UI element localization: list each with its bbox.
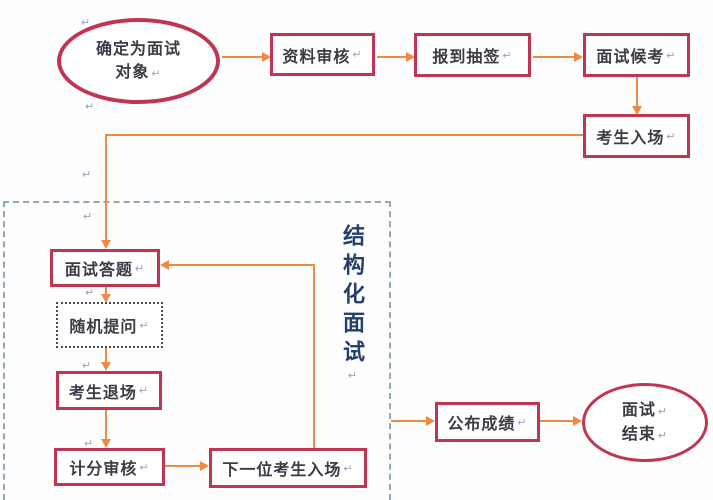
paragraph-mark: ↵ <box>138 385 150 397</box>
arrow-enter-to-answer-head <box>101 240 111 249</box>
node-interview-answer: 面试答题↵ <box>50 249 160 287</box>
node-candidate-enter: 考生入场↵ <box>583 114 690 158</box>
node-checkin-draw-label: 报到抽签 <box>432 49 501 66</box>
arrow-material-review-to-checkin-line <box>377 56 406 58</box>
node-end-line2-row: 结束↵ <box>622 423 668 446</box>
node-candidate-enter-label: 考生入场 <box>596 130 665 147</box>
node-next-candidate-enter: 下一位考生入场↵ <box>209 448 367 488</box>
arrow-waiting-to-enter-head <box>632 106 642 115</box>
node-next-candidate-enter-label: 下一位考生入场 <box>222 462 342 479</box>
paragraph-mark: ↵ <box>346 369 358 389</box>
node-checkin-draw: 报到抽签↵ <box>414 33 531 77</box>
paragraph-mark: ↵ <box>151 68 162 80</box>
arrow-start-to-material-review-line <box>222 56 262 58</box>
paragraph-mark: ↵ <box>82 360 92 372</box>
node-random-question-label: 随机提问 <box>69 319 138 336</box>
arrow-group-to-publish-line <box>391 420 427 422</box>
paragraph-mark: ↵ <box>139 319 150 332</box>
node-end-line1-row: 面试↵ <box>622 399 668 422</box>
paragraph-mark: ↵ <box>85 287 95 299</box>
node-publish-score-label: 公布成绩 <box>447 416 516 433</box>
paragraph-mark: ↵ <box>657 429 669 442</box>
node-candidate-exit-label: 考生退场 <box>68 384 137 402</box>
node-end-line2: 结束 <box>621 425 656 443</box>
arrow-exit-to-score-line <box>105 410 107 440</box>
arrow-publish-to-end-head <box>573 416 582 426</box>
structured-interview-group-label: 结构化面试↵ <box>336 224 368 389</box>
paragraph-mark: ↵ <box>134 262 146 275</box>
node-start-line2-row: 对象↵ <box>115 61 161 84</box>
paragraph-mark: ↵ <box>502 49 513 62</box>
arrow-group-to-publish-head <box>426 416 435 426</box>
paragraph-mark: ↵ <box>84 438 94 450</box>
paragraph-mark: ↵ <box>666 49 677 62</box>
paragraph-mark: ↵ <box>85 101 95 113</box>
paragraph-mark: ↵ <box>517 416 528 429</box>
node-material-review: 资料审核↵ <box>270 33 375 76</box>
node-end-ellipse: 面试↵ 结束↵ <box>582 383 708 462</box>
paragraph-mark: ↵ <box>352 49 363 61</box>
arrow-checkin-to-waiting-line <box>533 56 574 58</box>
paragraph-mark: ↵ <box>81 17 91 29</box>
node-publish-score: 公布成绩↵ <box>435 402 540 442</box>
arrow-next-to-answer-hline <box>169 264 315 266</box>
arrow-next-to-answer-head <box>160 260 169 270</box>
paragraph-mark: ↵ <box>83 211 93 223</box>
arrow-random-to-exit-line <box>105 348 107 363</box>
node-material-review-label: 资料审核 <box>282 48 351 66</box>
paragraph-mark: ↵ <box>139 461 150 474</box>
arrow-next-to-answer-vline <box>313 264 315 448</box>
arrow-checkin-to-waiting-head <box>574 52 583 62</box>
arrow-material-review-to-checkin-head <box>406 52 415 62</box>
node-start-line1: 确定为面试 <box>95 40 181 58</box>
arrow-score-to-next-head <box>200 461 209 471</box>
arrow-score-to-next-line <box>165 465 201 467</box>
node-start-ellipse: 确定为面试 对象↵ <box>57 18 220 104</box>
node-score-review: 计分审核↵ <box>54 448 165 486</box>
node-interview-waiting-label: 面试候考 <box>596 49 665 66</box>
paragraph-mark: ↵ <box>82 169 92 181</box>
arrow-random-to-exit-head <box>101 362 111 371</box>
node-candidate-exit: 考生退场↵ <box>56 371 162 410</box>
arrow-enter-to-answer-hline <box>105 134 583 136</box>
arrow-exit-to-score-head <box>101 439 111 448</box>
arrow-answer-to-random-head <box>101 294 111 303</box>
arrow-publish-to-end-line <box>540 420 574 422</box>
arrow-answer-to-random-line <box>105 287 107 295</box>
node-interview-answer-label: 面试答题 <box>64 262 133 279</box>
arrow-start-to-material-review-head <box>262 52 271 62</box>
arrow-waiting-to-enter-line <box>636 77 638 106</box>
node-random-question: 随机提问↵ <box>56 302 163 348</box>
node-start-line2: 对象 <box>115 64 150 81</box>
node-score-review-label: 计分审核 <box>69 461 138 478</box>
paragraph-mark: ↵ <box>657 406 669 419</box>
structured-interview-group-border <box>3 201 391 500</box>
group-label-text: 结构化面试 <box>340 224 365 369</box>
paragraph-mark: ↵ <box>343 462 354 475</box>
node-interview-waiting: 面试候考↵ <box>583 33 690 77</box>
paragraph-mark: ↵ <box>666 130 677 143</box>
node-end-line1: 面试 <box>621 402 656 420</box>
arrow-enter-to-answer-vline <box>105 134 107 241</box>
